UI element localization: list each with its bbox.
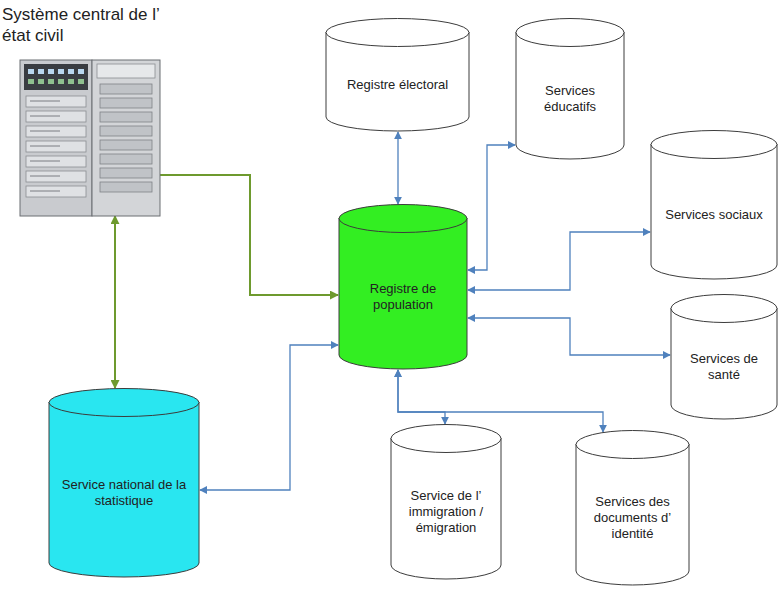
database-cylinder: Services de santé [670,294,778,420]
cylinder-label: Service de l’ immigration / émigration [398,488,494,536]
cylinder-label-area: Services éducatifs [515,18,625,160]
server-node: Système central de l’ état civil [2,4,162,216]
database-cylinder: Registre électoral [325,18,470,132]
cylinder-outline [325,18,470,132]
cylinder-label-area: Service de l’ immigration / émigration [390,424,502,580]
connector-arrow [398,370,603,432]
connector-arrow [397,132,398,204]
cylinder-label-area: Registre de population [338,204,468,370]
connector-arrow [398,370,445,424]
database-cylinder: Service de l’ immigration / émigration [390,424,502,580]
connector-arrow [468,318,670,355]
database-cylinder: Services sociaux [650,130,778,280]
cylinder-label-area: Services de santé [670,294,778,420]
connector-arrow [468,232,650,290]
cylinder-label-area: Services sociaux [650,130,778,280]
cylinder-label: Services sociaux [665,207,763,223]
cylinder-label: Service national de la statistique [56,477,192,509]
cylinder-label-area: Service national de la statistique [48,388,200,578]
cylinder-label-area: Services des documents d’ identité [575,430,690,586]
connector-arrow [468,145,515,270]
cylinder-label: Registre électoral [347,77,448,93]
cylinder-outline [650,130,778,280]
connector-arrow [200,345,338,490]
cylinder-label-area: Registre électoral [325,18,470,132]
database-cylinder: Services des documents d’ identité [575,430,690,586]
database-cylinder: Services éducatifs [515,18,625,160]
node-heading: Système central de l’ état civil [2,4,160,46]
database-cylinder: Service national de la statistique [48,388,200,578]
cylinder-label: Registre de population [346,281,460,313]
connector-arrow [114,216,116,388]
connector-arrow [160,175,338,295]
cylinder-label: Services éducatifs [523,83,617,115]
cylinder-label: Services de santé [678,351,770,383]
cylinder-label: Services des documents d’ identité [583,494,682,542]
database-cylinder: Registre de population [338,204,468,370]
